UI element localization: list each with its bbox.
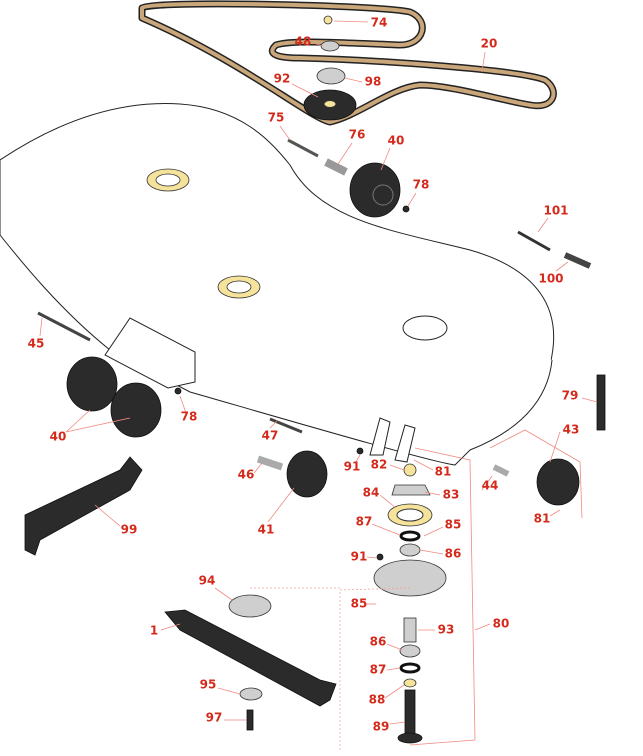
callout-101: 101 — [543, 204, 568, 218]
callout-95: 95 — [200, 678, 217, 692]
callout-40: 40 — [388, 134, 405, 148]
callout-94: 94 — [199, 574, 216, 588]
callout-75: 75 — [268, 111, 285, 125]
wheel-43 — [536, 458, 580, 506]
wheel-40-left-1 — [66, 356, 118, 412]
callout-92: 92 — [274, 72, 291, 86]
washer-98 — [316, 67, 346, 85]
spindle-shaft-89 — [404, 689, 416, 736]
blade-1 — [164, 609, 337, 707]
callout-85: 85 — [445, 518, 462, 532]
bracket-79 — [596, 374, 606, 431]
callout-91: 91 — [344, 460, 361, 474]
wheel-40-left-2 — [110, 382, 162, 438]
bearing-86-lower — [399, 644, 421, 658]
pulley-hub-83 — [391, 484, 431, 496]
callout-78: 78 — [413, 178, 430, 192]
nut-78 — [402, 205, 410, 213]
callout-99: 99 — [121, 523, 138, 537]
callout-74: 74 — [371, 16, 388, 30]
callout-46: 46 — [238, 468, 255, 482]
nut-88 — [403, 678, 417, 688]
callout-86-lower: 86 — [370, 635, 387, 649]
callout-47: 47 — [262, 429, 279, 443]
callout-44: 44 — [482, 479, 499, 493]
callout-80: 80 — [493, 617, 510, 631]
nut-78-left — [174, 387, 182, 395]
bolt-47 — [269, 417, 303, 434]
bolt-44 — [492, 464, 510, 477]
callout-1: 1 — [150, 624, 158, 638]
bearing-86 — [399, 543, 421, 557]
deflector-99 — [24, 456, 143, 556]
callout-40-left: 40 — [50, 430, 67, 444]
spacer-76 — [324, 158, 348, 176]
spacer-93 — [403, 617, 417, 643]
callout-98: 98 — [365, 75, 382, 89]
seal-87 — [399, 530, 421, 542]
callout-85-lower: 85 — [351, 597, 368, 611]
callout-labels: 74 48 20 92 98 75 76 40 78 101 100 45 79… — [28, 16, 580, 734]
callout-97: 97 — [206, 711, 223, 725]
seal-87-lower — [399, 662, 421, 674]
nut-74 — [323, 15, 333, 25]
callout-100: 100 — [538, 272, 563, 286]
callout-83: 83 — [443, 488, 460, 502]
callout-93: 93 — [438, 623, 455, 637]
washer-95 — [239, 687, 263, 701]
callout-79: 79 — [562, 389, 579, 403]
callout-43: 43 — [563, 423, 580, 437]
callout-20: 20 — [481, 37, 498, 51]
callout-48: 48 — [295, 35, 312, 49]
spindle-housing — [373, 559, 447, 597]
callout-91-lower: 91 — [351, 550, 368, 564]
callout-87-lower: 87 — [370, 663, 387, 677]
callout-88: 88 — [369, 693, 386, 707]
callout-76: 76 — [349, 128, 366, 142]
bolt-97 — [246, 709, 254, 731]
mower-deck — [0, 103, 555, 466]
callout-81-right: 81 — [534, 512, 551, 526]
callout-45: 45 — [28, 337, 45, 351]
callout-84: 84 — [363, 486, 380, 500]
spring-100 — [563, 252, 592, 269]
bolt-75 — [287, 138, 319, 158]
callout-86: 86 — [445, 547, 462, 561]
callout-41: 41 — [258, 523, 275, 537]
hub-94 — [228, 594, 272, 618]
callout-78-left: 78 — [181, 410, 198, 424]
bolt-45 — [37, 311, 91, 342]
washer-48 — [320, 40, 340, 52]
callout-81: 81 — [435, 465, 452, 479]
callout-87: 87 — [356, 515, 373, 529]
wheel-40 — [349, 162, 401, 218]
nut-82 — [403, 463, 417, 477]
parts-shapes — [24, 15, 606, 744]
callout-89: 89 — [373, 720, 390, 734]
callout-82: 82 — [371, 458, 388, 472]
bolt-101 — [517, 230, 551, 252]
leader-lines — [39, 20, 598, 750]
wheel-41 — [286, 450, 328, 498]
spacer-46 — [256, 455, 284, 471]
